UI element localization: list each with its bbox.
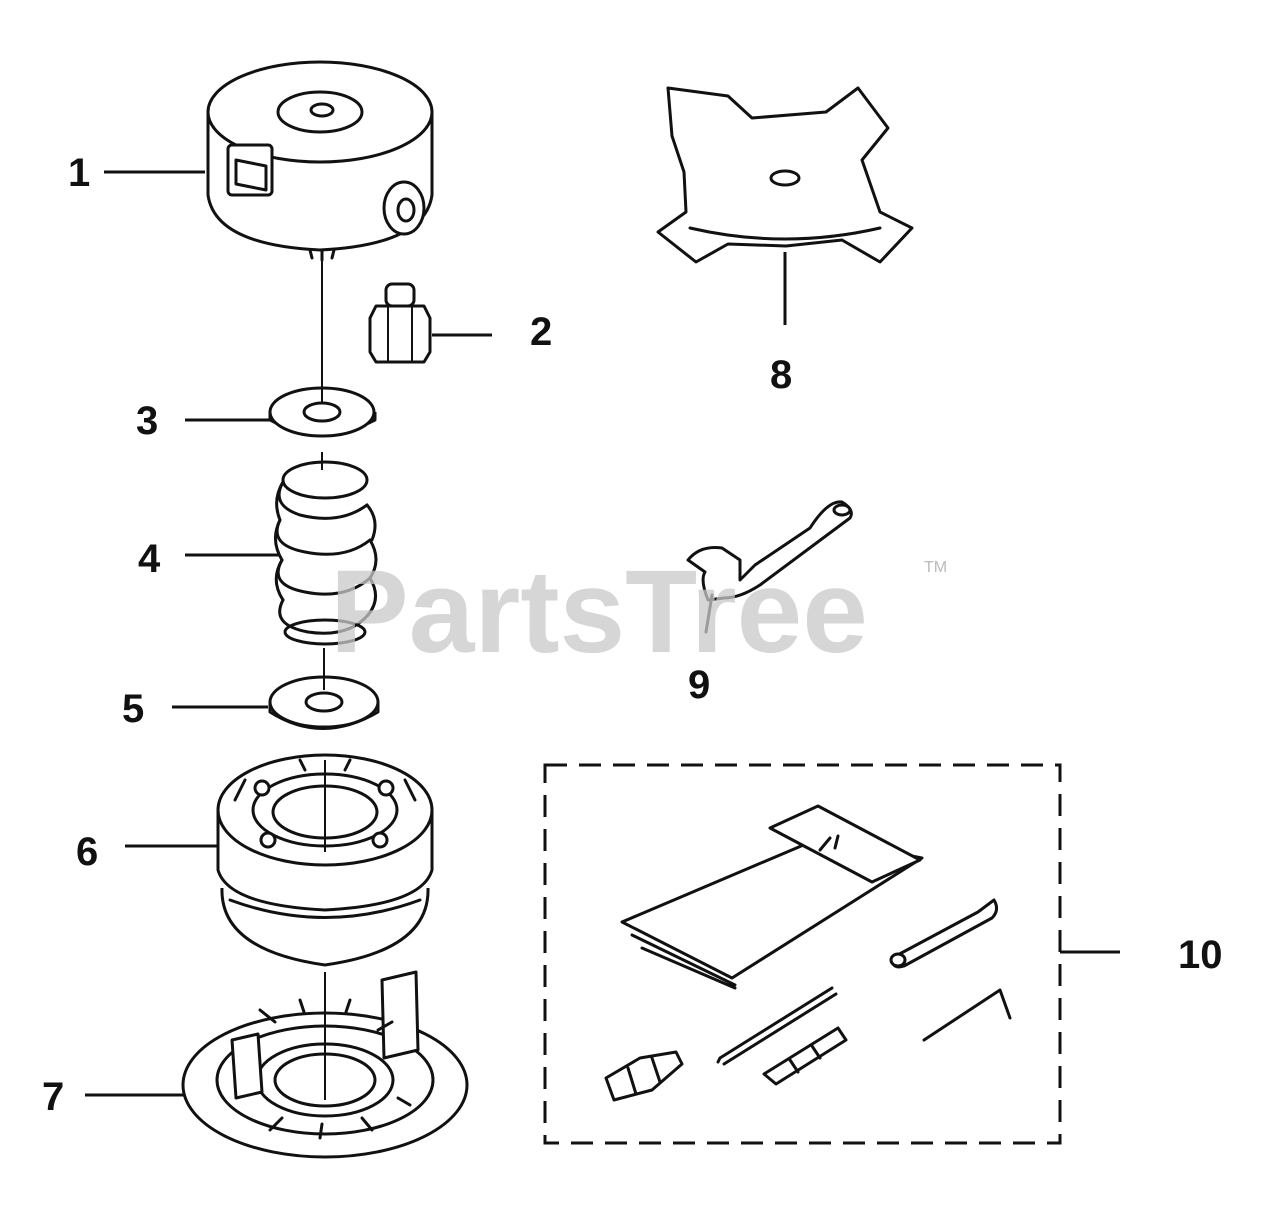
manual-icon: [620, 836, 924, 980]
part-8-blade[interactable]: [656, 86, 914, 264]
callout-5: 5: [122, 687, 144, 731]
watermark-trademark: TM: [924, 559, 947, 576]
callout-2: 2: [530, 310, 552, 354]
callout-9: 9: [688, 663, 710, 707]
callout-6: 6: [76, 830, 98, 874]
part-4-spring[interactable]: [274, 460, 378, 646]
part-5-washer[interactable]: [268, 675, 380, 730]
watermark-brand: PartsTree: [330, 546, 868, 678]
filter-icon: [604, 1050, 684, 1102]
part-10-tool-kit[interactable]: [543, 763, 1062, 1145]
callout-4: 4: [138, 537, 161, 581]
part-2-adapter-nut[interactable]: [368, 282, 432, 364]
assembly-axis: [321, 258, 326, 1100]
watermark: PartsTree TM: [330, 546, 947, 678]
screwdriver-icon: [762, 1026, 848, 1086]
callout-1: 1: [68, 151, 90, 195]
callout-3: 3: [136, 399, 158, 443]
part-9-wrench[interactable]: [686, 500, 853, 634]
spanner-icon: [890, 898, 999, 969]
pencil-icon: [716, 986, 838, 1066]
callout-7: 7: [42, 1075, 64, 1119]
part-6-line-spool[interactable]: [216, 753, 434, 967]
part-1-spool-housing[interactable]: [206, 60, 434, 262]
callout-labels: 1 2 3 4 5 6 7 8 9 10: [42, 151, 1223, 1119]
callout-10: 10: [1178, 933, 1223, 977]
callout-8: 8: [770, 353, 792, 397]
hex-key-icon: [922, 988, 1012, 1042]
leader-lines: [85, 170, 1120, 1097]
